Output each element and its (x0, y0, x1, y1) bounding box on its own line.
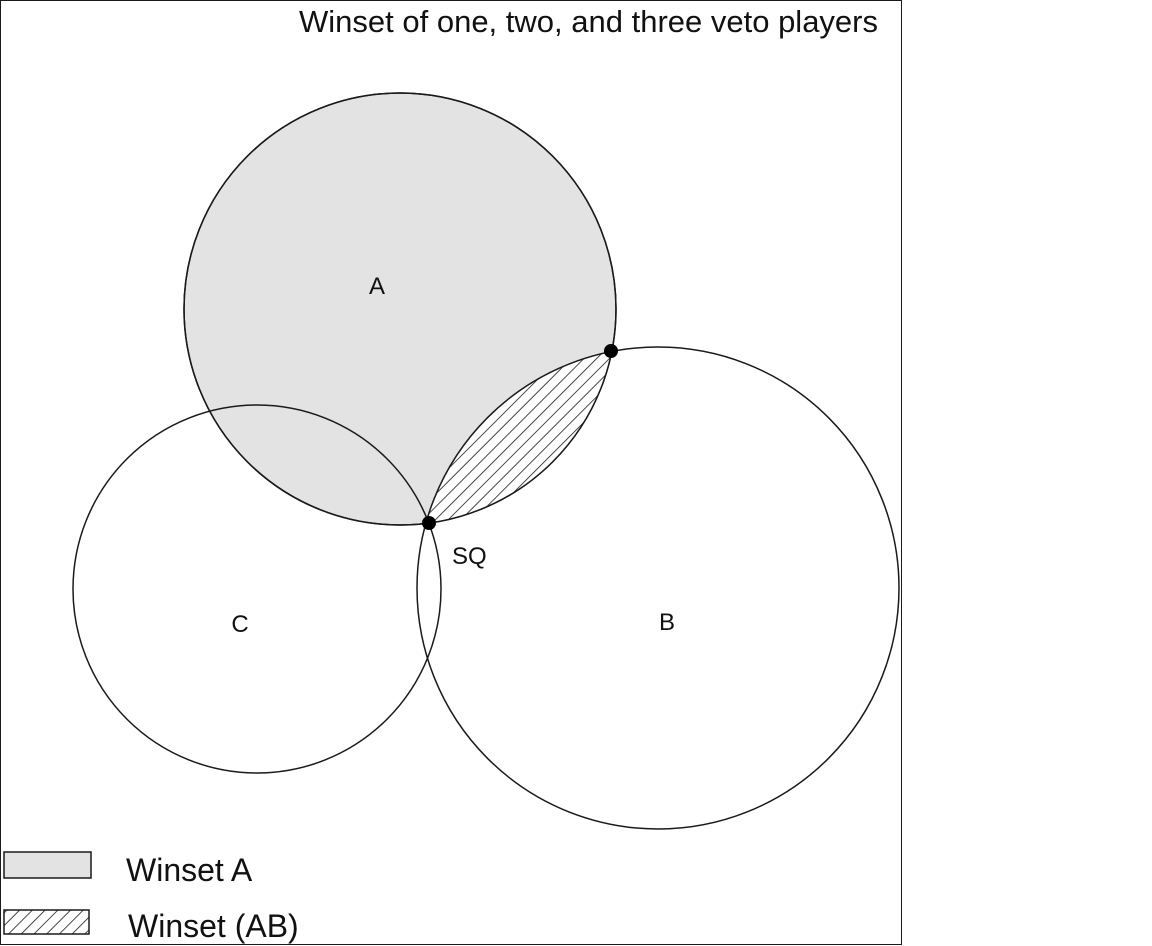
sq-label: SQ (452, 543, 487, 570)
legend-swatch-winset-a (3, 851, 92, 879)
circle-c (72, 404, 442, 774)
circle-a-label: A (369, 273, 385, 300)
circle-b-label: B (659, 609, 675, 636)
circle-c-label: C (231, 611, 248, 638)
legend: Winset A Winset (AB) (3, 851, 299, 944)
sq-point (422, 516, 436, 530)
winset-ab-region (417, 347, 616, 525)
legend-label-winset-a: Winset A (126, 852, 253, 888)
ab-intersection-point (604, 344, 618, 358)
circle-a-outline (183, 92, 617, 526)
circle-b (416, 346, 900, 830)
legend-swatch-winset-ab (3, 909, 90, 935)
diagram-title: Winset of one, two, and three veto playe… (299, 4, 878, 39)
legend-label-winset-ab: Winset (AB) (128, 908, 299, 944)
